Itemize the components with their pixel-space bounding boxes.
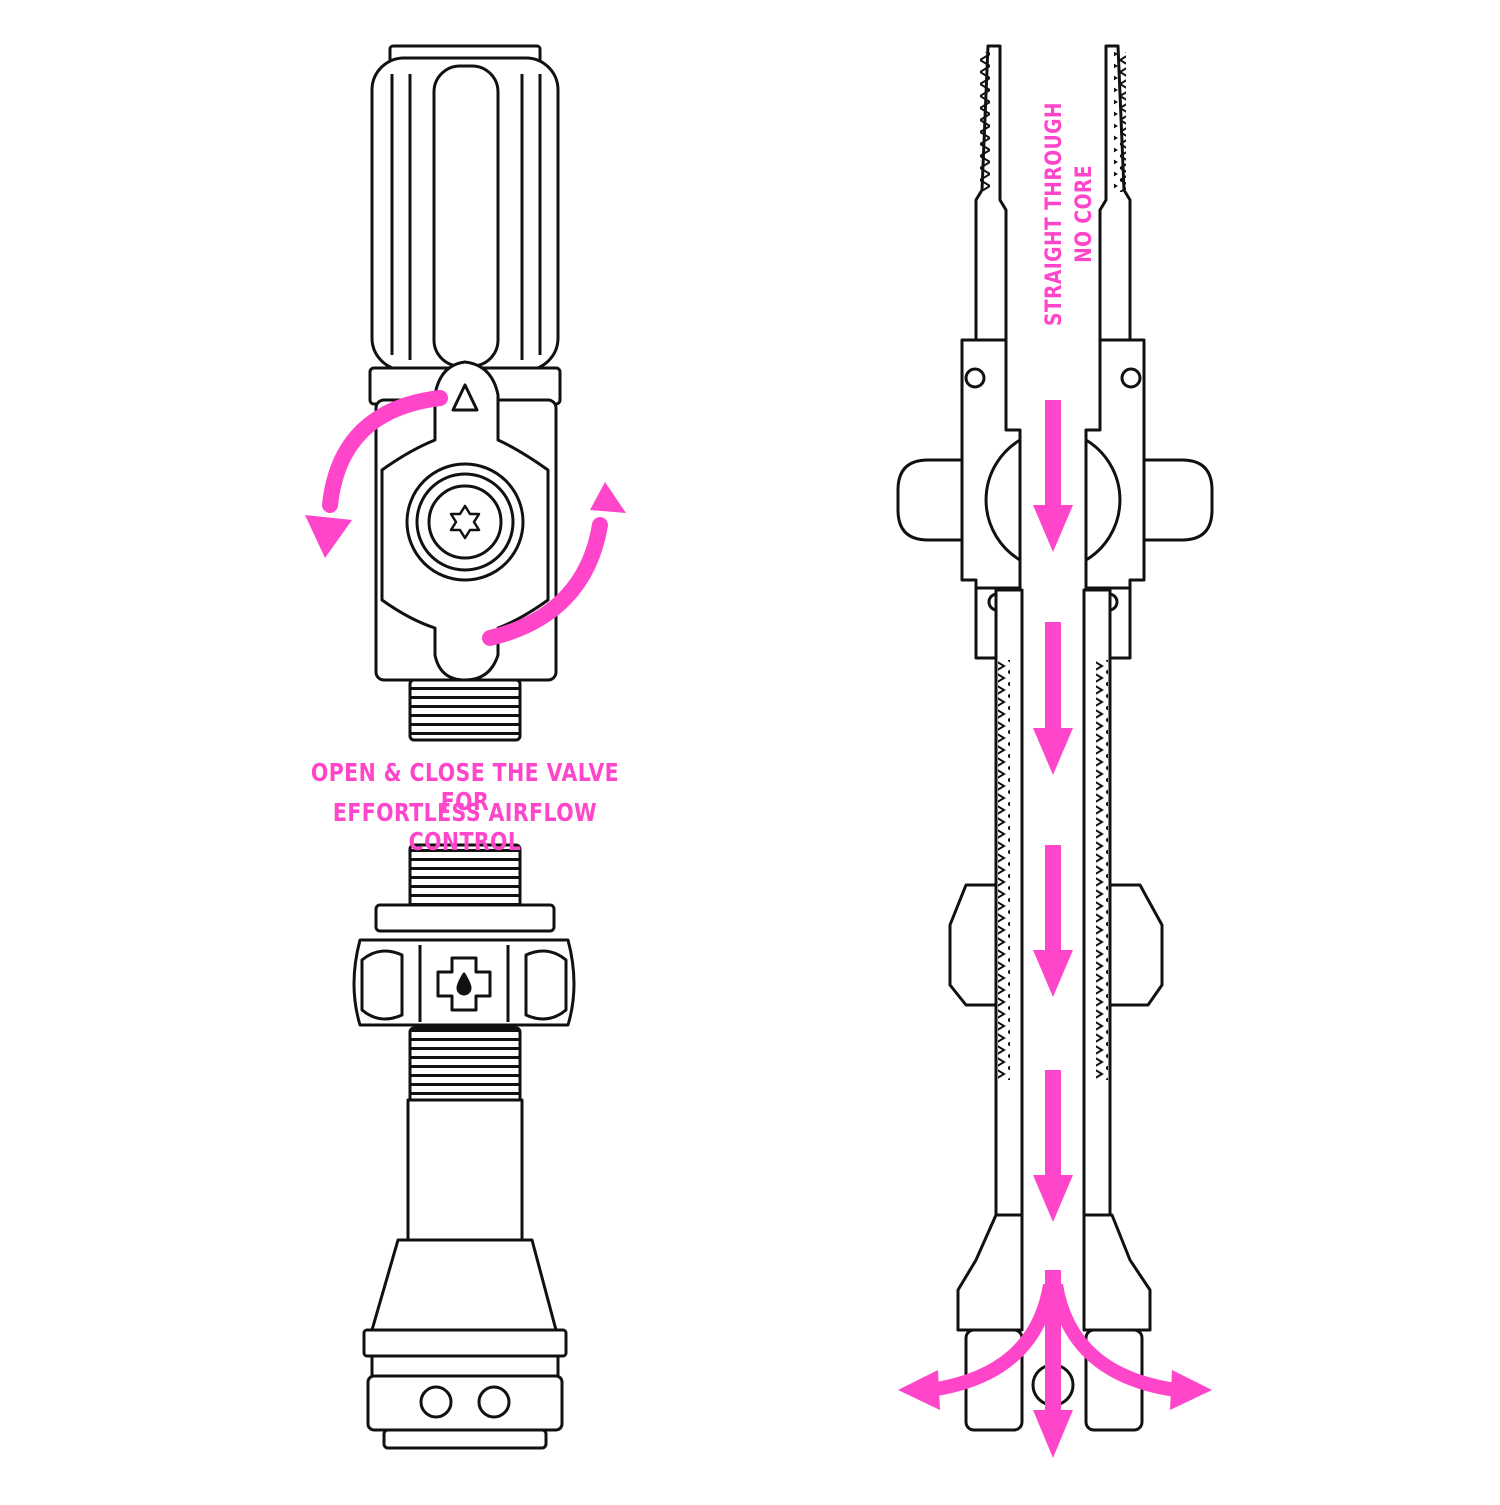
valve-cross-section <box>896 44 1214 1432</box>
flow-arrow-split <box>898 1270 1212 1458</box>
stem-walls <box>994 588 1112 1222</box>
valve-exterior <box>352 44 576 1450</box>
upper-thread <box>408 678 522 742</box>
flow-arrow-1 <box>1033 400 1073 552</box>
nut-cross-section <box>948 883 1164 1007</box>
ball-seal <box>984 438 1122 562</box>
flow-arrow-2 <box>1033 622 1073 775</box>
triangle-icon <box>451 383 479 412</box>
flow-arrow-3 <box>1033 845 1073 997</box>
valve-stem <box>362 1098 568 1450</box>
rotate-arrowheads <box>305 482 626 558</box>
valve-wings <box>896 458 1214 542</box>
top-tube-left <box>974 44 1008 342</box>
rotate-arrows-icon <box>322 390 608 646</box>
caption-line-2: EFFORTLESS AIRFLOW CONTROL <box>332 798 598 856</box>
torx-star-icon <box>449 504 481 540</box>
valve-cap <box>370 44 560 372</box>
flow-arrows-icon <box>898 400 1212 1458</box>
cross-section-label: STRAIGHT THROUGH NO CORE <box>1042 101 1097 327</box>
stem-thread <box>408 1026 522 1104</box>
top-tube-right <box>1098 44 1132 342</box>
cross-drop-logo-icon <box>436 956 492 1012</box>
caption-line-1: OPEN & CLOSE THE VALVE FOR <box>310 758 620 816</box>
flow-arrow-4 <box>1033 1070 1073 1222</box>
